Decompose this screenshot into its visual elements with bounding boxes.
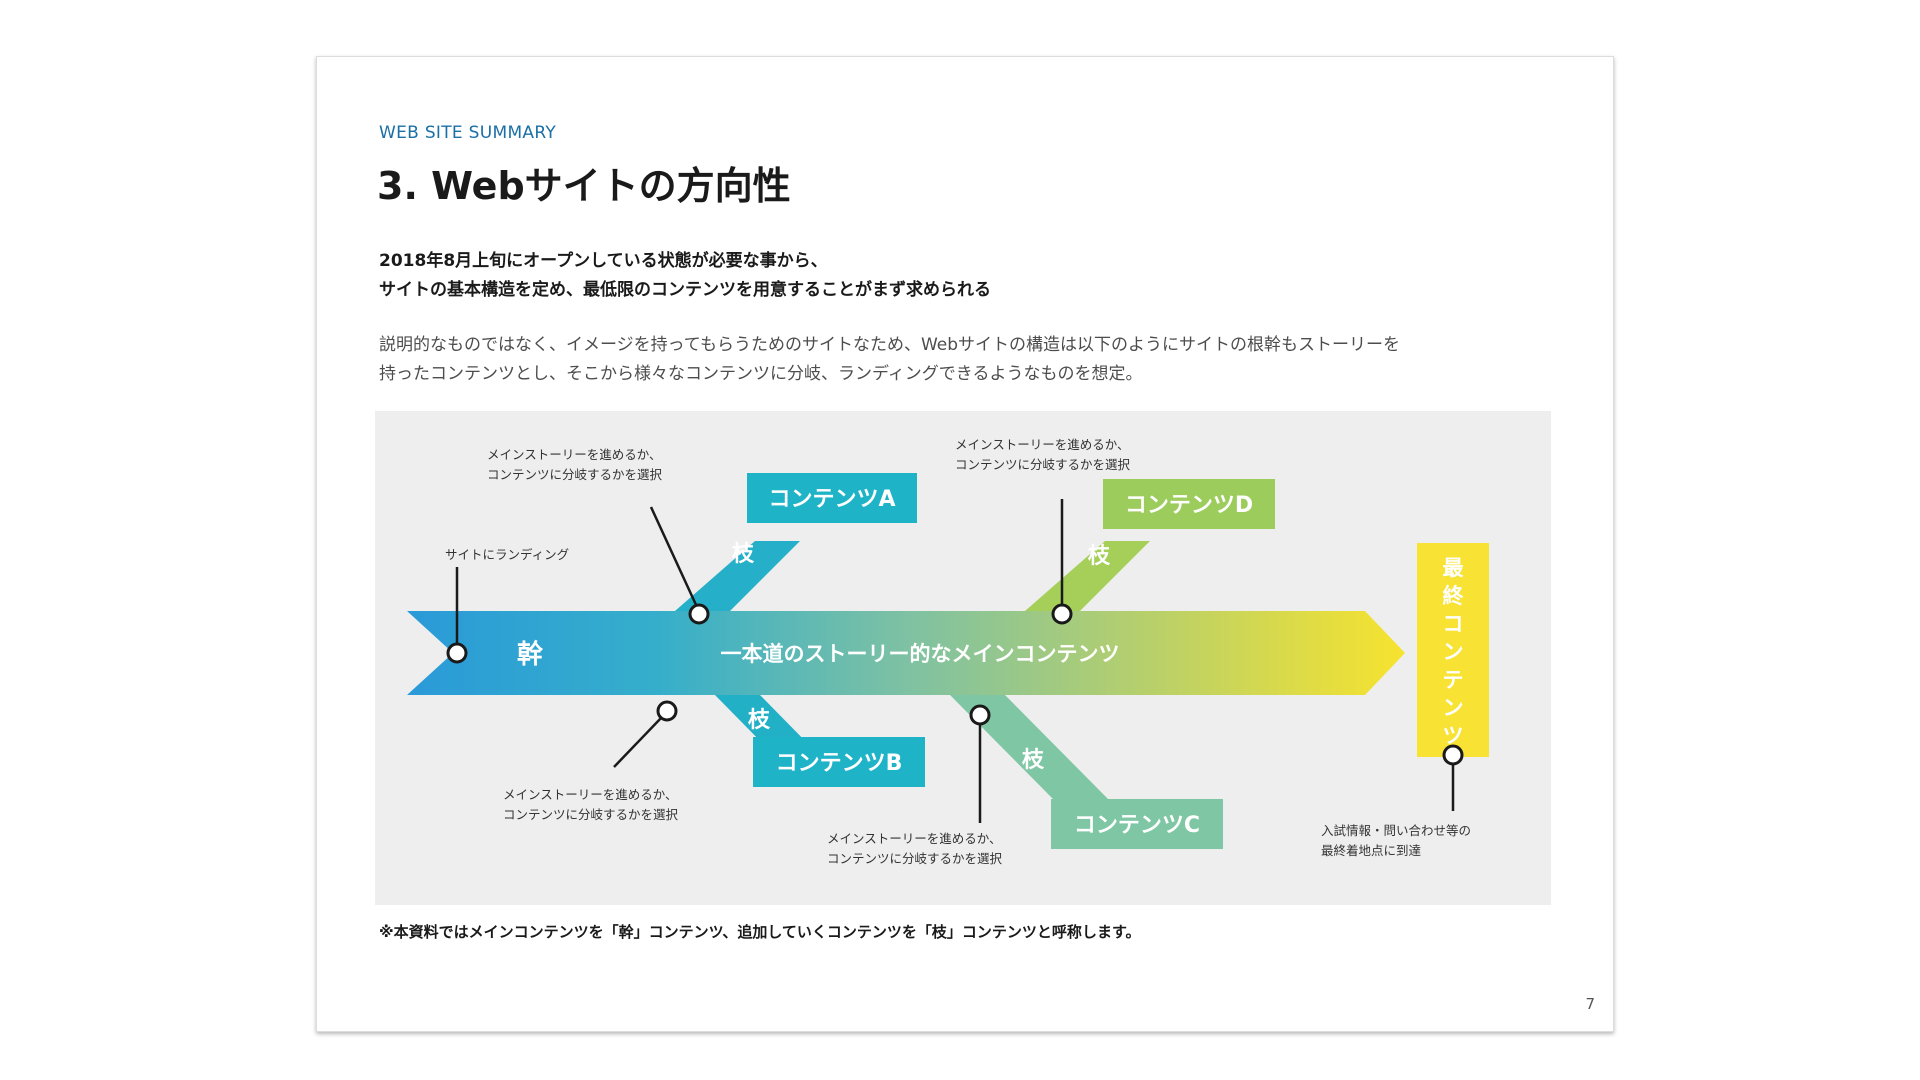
- final-char-7: ツ: [1443, 724, 1464, 748]
- page-title: 3. Webサイトの方向性: [377, 164, 791, 208]
- lead-line-2: サイトの基本構造を定め、最低限のコンテンツを用意することがまず求められる: [379, 280, 991, 300]
- branch-a: [675, 541, 800, 611]
- final-node: [1442, 744, 1464, 766]
- landing-node: [446, 642, 468, 664]
- branch-d-label: 枝: [1088, 544, 1111, 569]
- main-content-label: 一本道のストーリー的なメインコンテンツ: [721, 642, 1120, 666]
- branch-b-label: 枝: [748, 708, 771, 733]
- final-content-box: [1417, 543, 1489, 757]
- branch-d: [1025, 541, 1150, 611]
- branch-c: [950, 695, 1110, 801]
- caption-landing: サイトにランディング: [445, 547, 569, 562]
- caption-c-line-1: メインストーリーを進めるか、: [827, 831, 1002, 846]
- branch-a-label: 枝: [732, 542, 755, 567]
- caption-c-line-2: コンテンツに分岐するかを選択: [827, 851, 1003, 866]
- node-a: [688, 603, 710, 625]
- site-structure-diagram: コンテンツA 枝 コンテンツD 枝 コンテンツB 枝 コンテンツC 枝 幹 一本…: [375, 411, 1551, 905]
- content-c-label: コンテンツC: [1074, 813, 1200, 838]
- main-trunk-arrow: [407, 611, 1405, 695]
- body-line-2: 持ったコンテンツとし、そこから様々なコンテンツに分岐、ランディングできるようなも…: [379, 364, 1143, 384]
- content-c-box: [1051, 799, 1223, 849]
- section-label: WEB SITE SUMMARY: [379, 123, 557, 143]
- final-char-5: テ: [1443, 668, 1464, 692]
- document-page: WEB SITE SUMMARY 3. Webサイトの方向性 2018年8月上旬…: [316, 56, 1614, 1032]
- content-d-label: コンテンツD: [1125, 493, 1253, 518]
- leader-lines: [455, 499, 1455, 823]
- final-char-6: ン: [1443, 696, 1464, 720]
- final-char-3: コ: [1443, 612, 1464, 636]
- branch-c-label: 枝: [1022, 748, 1045, 773]
- content-b-label: コンテンツB: [776, 751, 903, 776]
- caption-final-line-1: 入試情報・問い合わせ等の: [1321, 823, 1471, 838]
- content-a-label: コンテンツA: [768, 487, 895, 512]
- trunk-label: 幹: [517, 639, 544, 670]
- final-char-4: ン: [1443, 640, 1464, 664]
- caption-a-line-2: コンテンツに分岐するかを選択: [487, 467, 663, 482]
- final-content-label: 最 終 コ ン テ ン ツ: [1443, 556, 1465, 748]
- caption-b-line-1: メインストーリーを進めるか、: [503, 787, 678, 802]
- caption-d-line-2: コンテンツに分岐するかを選択: [955, 457, 1131, 472]
- final-char-2: 終: [1443, 584, 1465, 608]
- node-d: [1051, 603, 1073, 625]
- content-d-box: [1103, 479, 1275, 529]
- content-a-box: [747, 473, 917, 523]
- node-b: [656, 700, 678, 722]
- body-text: 説明的なものではなく、イメージを持ってもらうためのサイトなため、Webサイトの構…: [379, 331, 1400, 389]
- final-char-1: 最: [1443, 556, 1465, 580]
- caption-final-line-2: 最終着地点に到達: [1321, 843, 1422, 858]
- content-b-box: [753, 737, 925, 787]
- terminology-note: ※本資料ではメインコンテンツを「幹」コンテンツ、追加していくコンテンツを「枝」コ…: [379, 923, 1141, 941]
- lead-line-1: 2018年8月上旬にオープンしている状態が必要な事から、: [379, 251, 828, 271]
- lead-text: 2018年8月上旬にオープンしている状態が必要な事から、 サイトの基本構造を定め…: [379, 247, 991, 305]
- body-line-1: 説明的なものではなく、イメージを持ってもらうためのサイトなため、Webサイトの構…: [379, 335, 1401, 355]
- caption-a-line-1: メインストーリーを進めるか、: [487, 447, 662, 462]
- caption-b-line-2: コンテンツに分岐するかを選択: [503, 807, 679, 822]
- node-c: [969, 704, 991, 726]
- caption-d-line-1: メインストーリーを進めるか、: [955, 437, 1130, 452]
- diagram-svg: コンテンツA 枝 コンテンツD 枝 コンテンツB 枝 コンテンツC 枝 幹 一本…: [407, 437, 1489, 866]
- page-number: 7: [1585, 995, 1595, 1013]
